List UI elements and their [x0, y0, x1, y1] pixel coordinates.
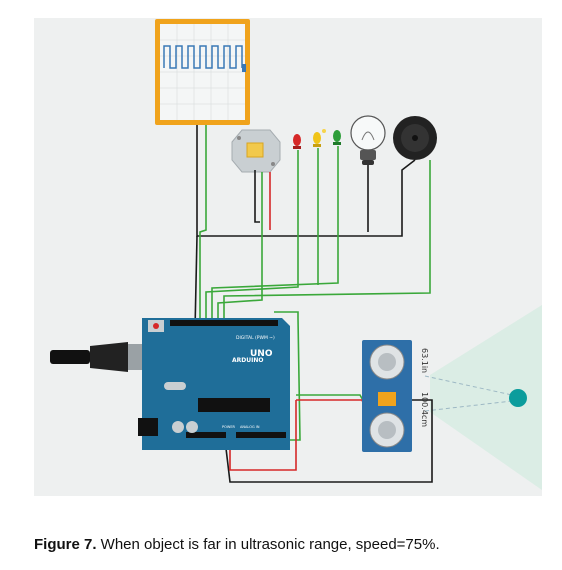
sensor-range-cone	[430, 305, 542, 490]
arduino-brand: ARDUINO	[232, 357, 263, 364]
figure-caption-text: When object is far in ultrasonic range, …	[96, 536, 440, 553]
target-object[interactable]	[509, 389, 527, 407]
oscilloscope[interactable]	[155, 19, 250, 125]
arduino-analog-label: ANALOG IN	[240, 425, 260, 429]
wires-black	[194, 125, 433, 483]
dc-motor[interactable]	[231, 129, 281, 173]
distance-cm-label: 100.4cm	[420, 392, 429, 427]
distance-in-label: 63.1in	[420, 348, 429, 373]
led-yellow[interactable]	[313, 129, 326, 147]
light-bulb[interactable]	[350, 115, 386, 165]
sensor-beam-bottom	[424, 400, 513, 412]
pwm-waveform	[163, 45, 243, 69]
arduino-uno[interactable]: DIGITAL (PWM ~) ARDUINO UNO POWER ANALOG…	[138, 318, 290, 450]
led-green[interactable]	[333, 130, 341, 145]
arduino-header-label: DIGITAL (PWM ~)	[236, 335, 275, 341]
led-red[interactable]	[293, 134, 301, 149]
arduino-power-label: POWER	[222, 425, 236, 429]
ultrasonic-sensor[interactable]: 100.4cm 63.1in	[362, 340, 429, 452]
arduino-model: UNO	[250, 349, 273, 359]
figure-caption-label: Figure 7.	[34, 536, 97, 553]
sensor-beam-top	[424, 375, 513, 396]
piezo-buzzer[interactable]	[393, 116, 437, 160]
figure-caption: Figure 7. When object is far in ultrason…	[34, 536, 554, 553]
wires-green	[199, 125, 431, 441]
